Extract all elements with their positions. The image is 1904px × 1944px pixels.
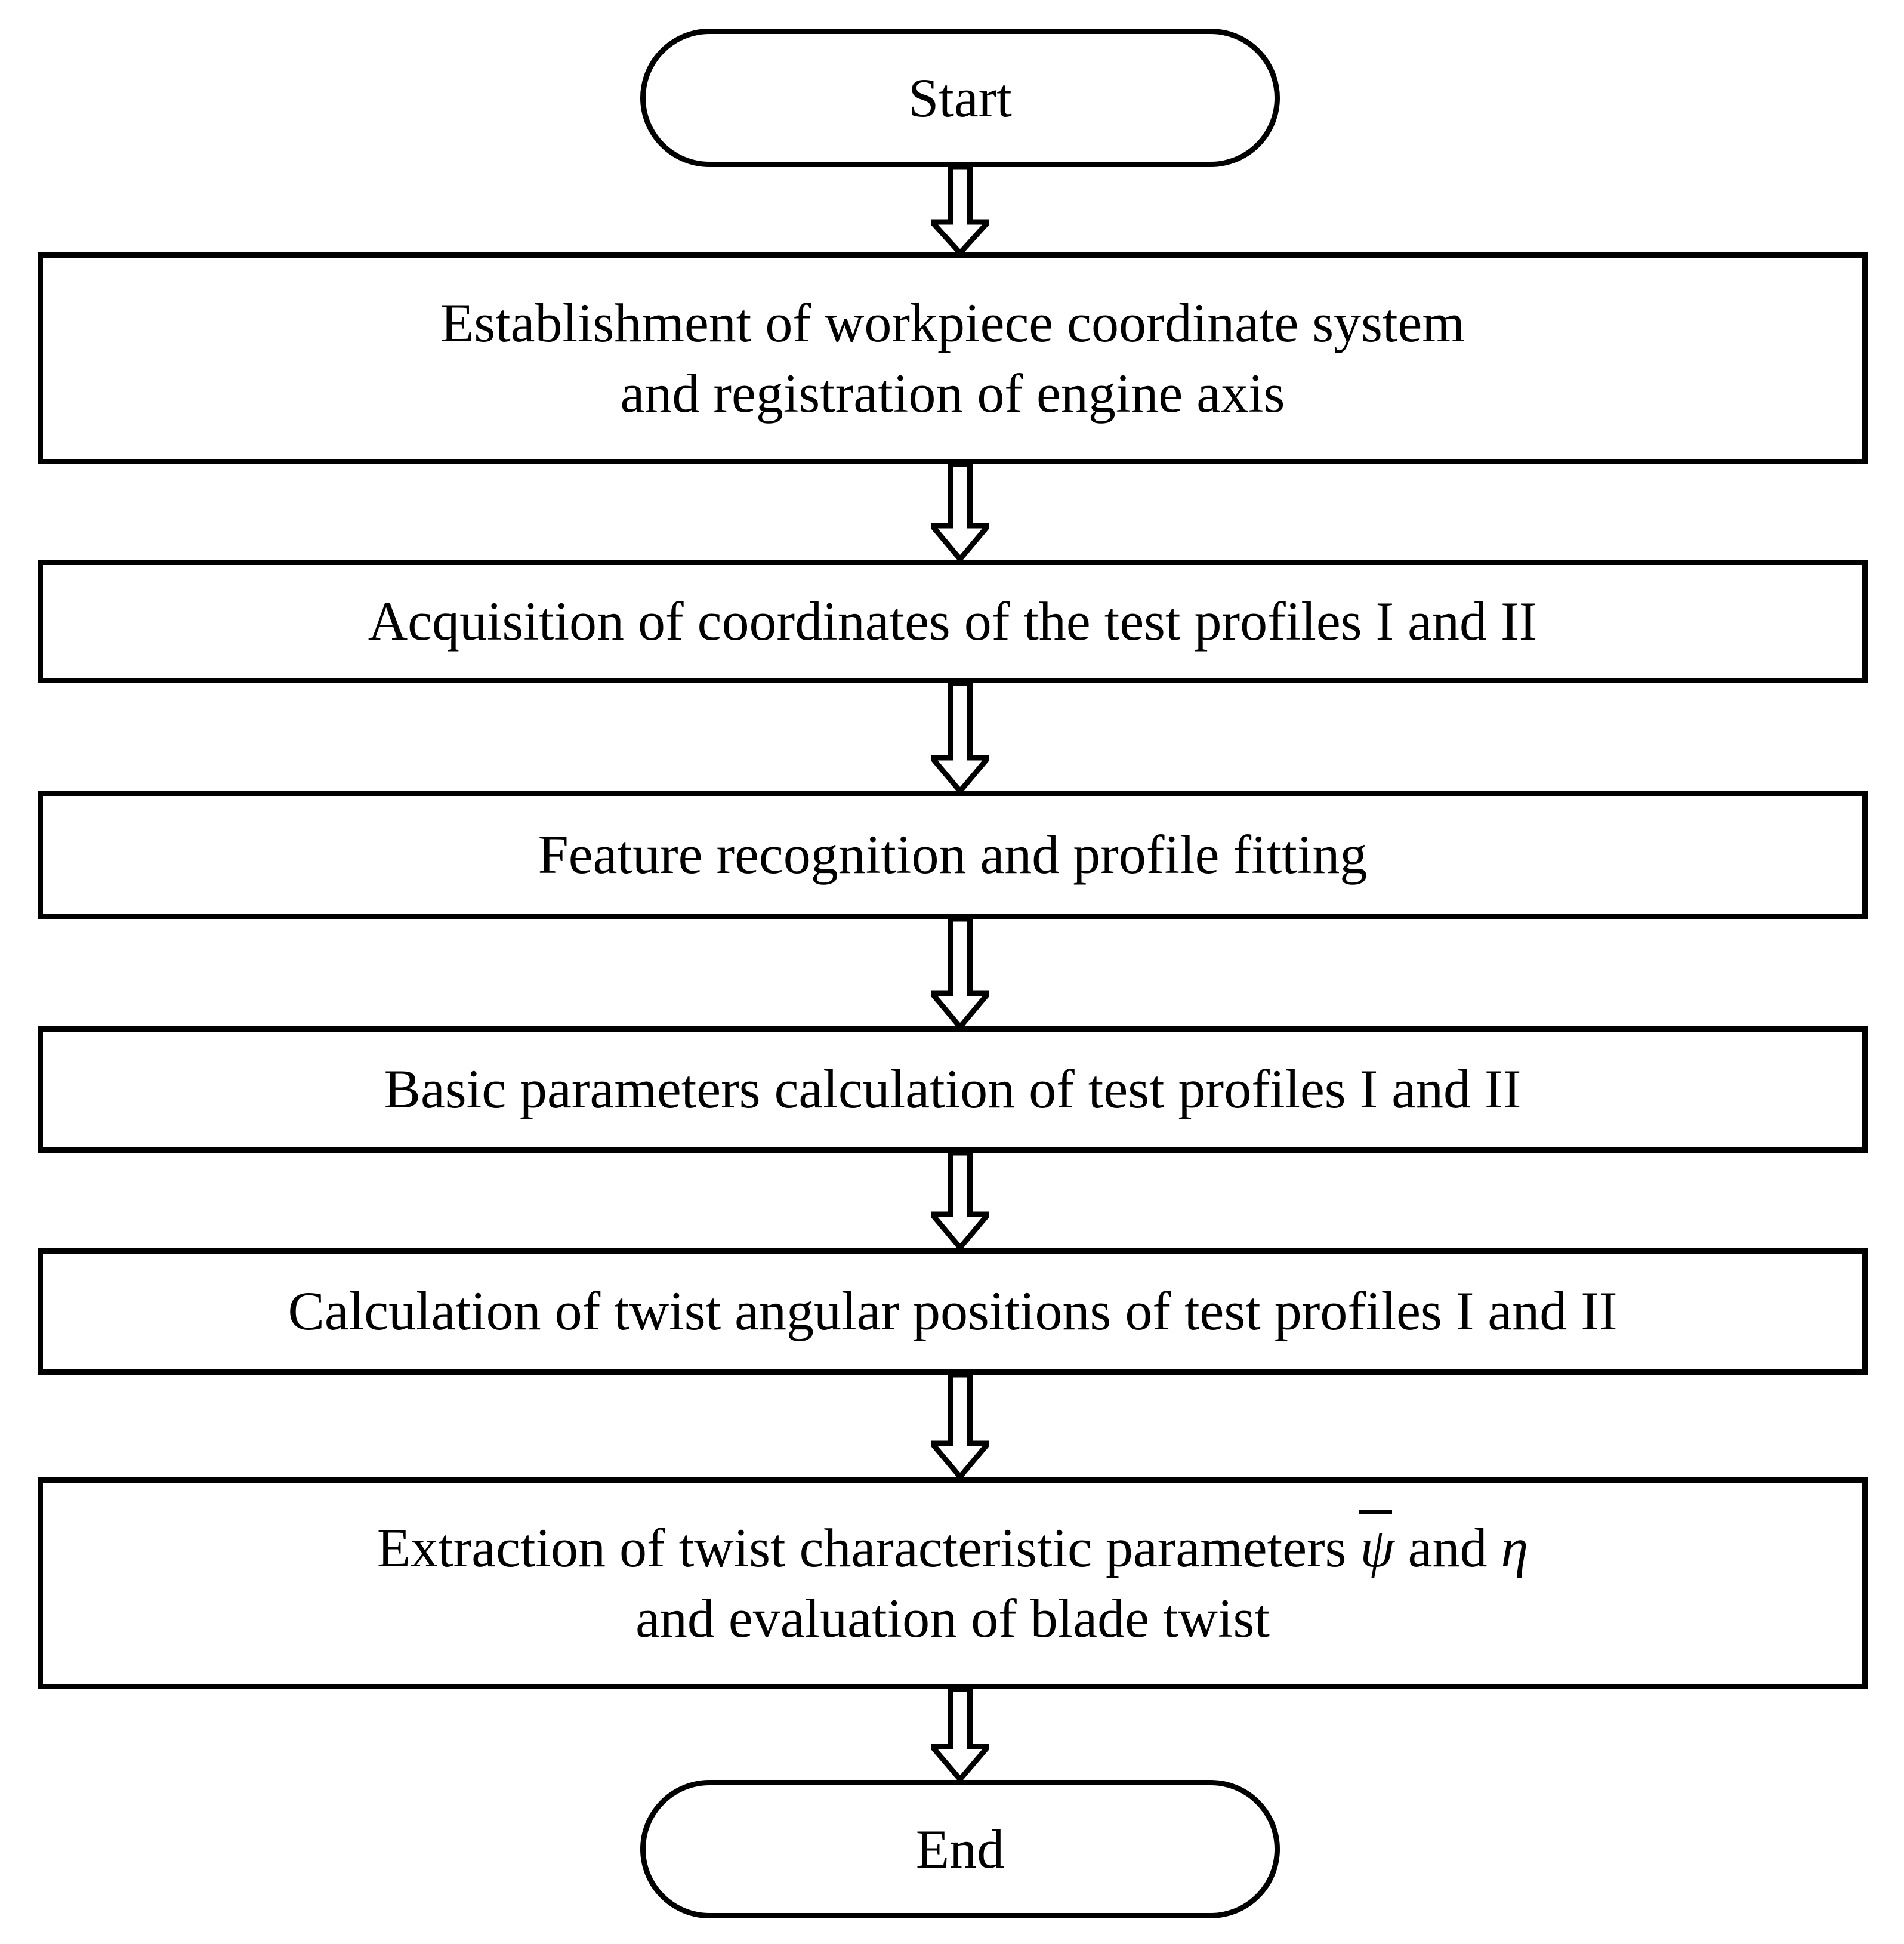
- node-step1-line2: and registration of engine axis: [620, 362, 1285, 424]
- arrow-down-icon-4: [931, 919, 989, 1027]
- node-step3-line1: Feature recognition and profile fitting: [538, 823, 1368, 885]
- arrow-down-icon-1: [931, 167, 989, 254]
- node-step6-label: Extraction of twist characteristic param…: [363, 1510, 1542, 1654]
- node-step6-line1-conjunction: and: [1394, 1517, 1501, 1578]
- node-step2-line1: Acquisition of coordinates of the test p…: [368, 590, 1538, 652]
- node-step4-label: Basic parameters calculation of test pro…: [370, 1054, 1536, 1125]
- psi-symbol: ψ: [1359, 1510, 1394, 1584]
- node-step1[interactable]: Establishment of workpiece coordinate sy…: [38, 252, 1868, 464]
- node-step1-line1: Establishment of workpiece coordinate sy…: [440, 292, 1465, 353]
- node-step6[interactable]: Extraction of twist characteristic param…: [38, 1477, 1868, 1689]
- node-step2-label: Acquisition of coordinates of the test p…: [354, 587, 1552, 657]
- arrow-down-icon-3: [931, 683, 989, 792]
- node-step6-line1-text: Extraction of twist characteristic param…: [377, 1517, 1360, 1578]
- node-end-label: End: [915, 1818, 1005, 1880]
- node-start-label: Start: [908, 67, 1012, 128]
- arrow-down-icon-2: [931, 464, 989, 560]
- arrow-down-icon-6: [931, 1375, 989, 1477]
- node-step5-label: Calculation of twist angular positions o…: [274, 1276, 1632, 1347]
- node-step3-label: Feature recognition and profile fitting: [524, 820, 1382, 890]
- node-step4-line1: Basic parameters calculation of test pro…: [384, 1059, 1522, 1120]
- node-step3[interactable]: Feature recognition and profile fitting: [38, 791, 1868, 919]
- node-step4[interactable]: Basic parameters calculation of test pro…: [38, 1026, 1868, 1153]
- arrow-down-icon-7: [931, 1689, 989, 1780]
- node-step1-label: Establishment of workpiece coordinate sy…: [426, 288, 1479, 429]
- arrow-down-icon-5: [931, 1153, 989, 1248]
- node-step2[interactable]: Acquisition of coordinates of the test p…: [38, 560, 1868, 683]
- node-step6-line2: and evaluation of blade twist: [635, 1587, 1270, 1649]
- node-step5[interactable]: Calculation of twist angular positions o…: [38, 1248, 1868, 1375]
- node-end[interactable]: End: [640, 1780, 1280, 1918]
- node-step5-line1: Calculation of twist angular positions o…: [288, 1280, 1618, 1342]
- node-start[interactable]: Start: [640, 29, 1280, 167]
- eta-symbol: η: [1501, 1517, 1529, 1578]
